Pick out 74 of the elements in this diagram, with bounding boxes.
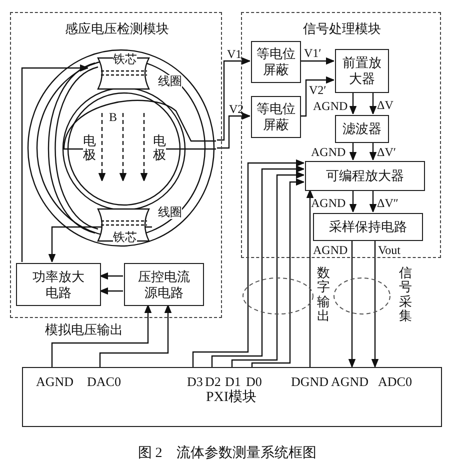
arrow [348, 240, 356, 368]
pin-label: D1 [225, 374, 241, 389]
arrow [251, 178, 304, 367]
edge-label: AGND [311, 196, 346, 211]
pin-label: AGND [36, 374, 74, 389]
module-title: 感应电压检测模块 [64, 21, 170, 36]
pin-label: D0 [246, 374, 262, 389]
edge-label: V2 [229, 102, 244, 117]
box-label: 功率放大电路 [32, 268, 86, 300]
module-label: PXI模块 [206, 390, 257, 405]
edge-label: AGND [313, 99, 348, 114]
pin-label: D3 [187, 374, 203, 389]
arrow [231, 171, 304, 367]
process-box [124, 263, 204, 306]
part-label: 电极 [153, 134, 166, 163]
arrow [369, 142, 377, 160]
note-label: 信号采集 [399, 266, 412, 324]
box-label: 滤波器 [342, 121, 382, 137]
box-label: 压控电流源电路 [137, 268, 191, 300]
edge-label: ΔV″ [377, 196, 398, 211]
arrow [306, 190, 314, 367]
process-box [305, 161, 425, 191]
arrow [300, 57, 334, 65]
box-label: 前置放大器 [342, 55, 382, 87]
edge-label: ΔV [377, 98, 394, 113]
part-label: 铁芯 [113, 231, 137, 244]
pin-label: DAC0 [87, 374, 121, 389]
process-box [16, 263, 101, 306]
arrow [211, 165, 304, 367]
module-frame [241, 12, 441, 258]
module-frame [10, 12, 222, 318]
part-label: 电极 [83, 134, 96, 163]
box-label: 等电位屏蔽 [256, 101, 296, 133]
part-label: 铁芯 [113, 53, 137, 66]
edge-label: AGND [313, 243, 348, 258]
process-box [335, 49, 389, 93]
figure-caption: 图 2 流体参数测量系统框图 [136, 446, 318, 461]
box-label: 可编程放大器 [325, 168, 405, 184]
pin-label: AGND [331, 374, 369, 389]
arrow [369, 92, 377, 114]
arrow [371, 240, 379, 368]
module-box [22, 367, 442, 427]
process-box [335, 115, 389, 143]
arrow [100, 272, 123, 280]
note-label: 数字输出 [317, 266, 330, 324]
pin-label: DGND [291, 374, 329, 389]
arrow [349, 142, 357, 160]
part-label: 线圈 [158, 75, 182, 88]
pin-label: ADC0 [378, 374, 412, 389]
edge-label: V1′ [304, 46, 322, 61]
arrow [100, 287, 123, 295]
edge-label: V1 [227, 47, 242, 62]
pin-label: D2 [205, 374, 221, 389]
edge-label: AGND [311, 145, 346, 160]
arrow [217, 112, 250, 149]
arrow [51, 304, 152, 367]
arrow [99, 304, 172, 367]
part-label: B [109, 111, 118, 124]
module-title: 信号处理模块 [302, 21, 382, 36]
arrow [349, 92, 357, 114]
arrow [192, 159, 304, 367]
box-label: 等电位屏蔽 [256, 46, 296, 78]
process-box [313, 213, 423, 241]
arrow [300, 76, 334, 117]
edge-label: ΔV′ [377, 145, 396, 160]
arrow [217, 57, 250, 141]
arrow [349, 190, 357, 212]
edge-label: Vout [378, 243, 400, 258]
arrow [21, 64, 88, 262]
box-label: 采样保持电路 [328, 219, 408, 235]
part-label: 线圈 [158, 206, 182, 219]
note-label: 模拟电压输出 [45, 322, 123, 337]
edge-label: V2′ [309, 83, 326, 98]
arrow [369, 190, 377, 212]
